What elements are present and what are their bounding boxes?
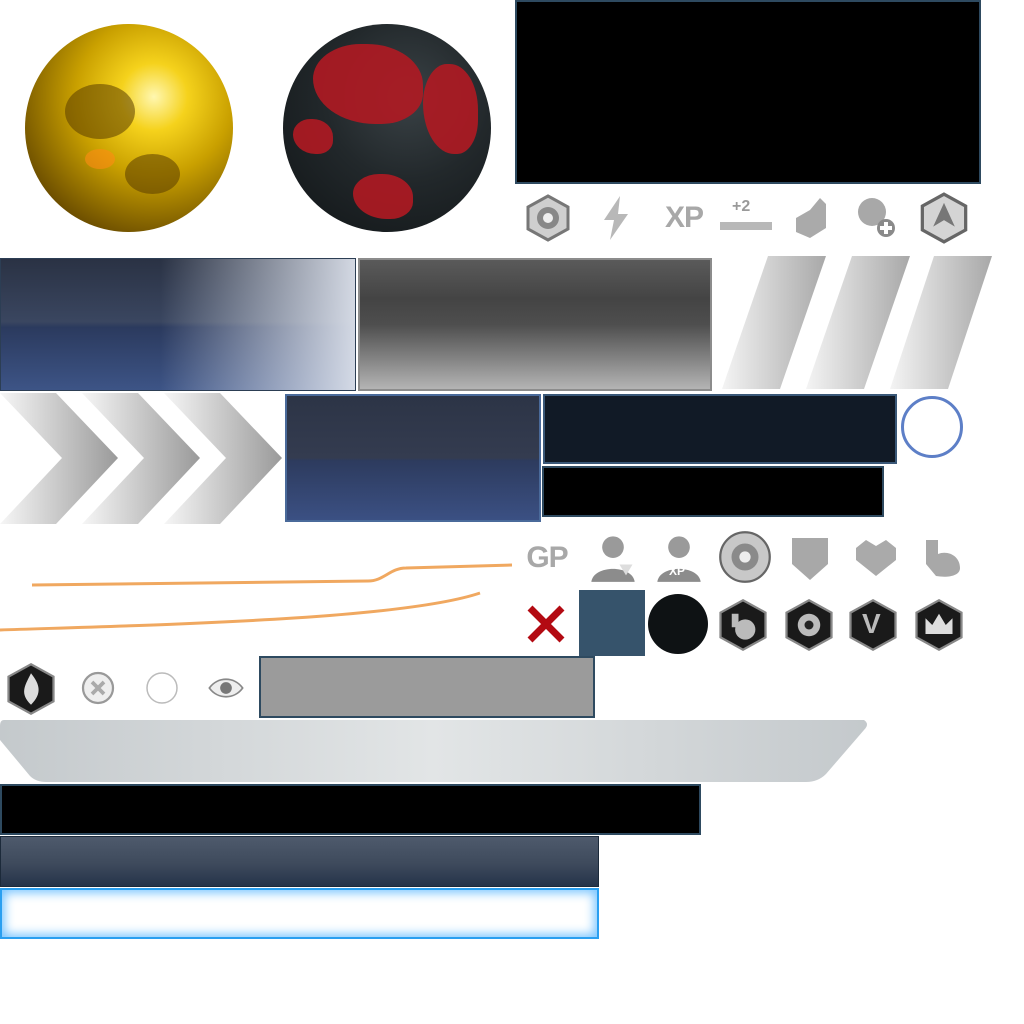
black-bar-long: [0, 784, 701, 835]
gold-globe-image: [25, 24, 233, 232]
blue-panel: [285, 394, 541, 522]
navy-panel: [543, 394, 897, 464]
circle-x-icon[interactable]: [78, 668, 118, 708]
plus-two-label: +2: [732, 198, 751, 215]
hex-fist-icon: [716, 598, 770, 652]
slate-gradient-bar: [0, 836, 599, 887]
lightning-icon: [592, 194, 640, 242]
hex-arrow-emblem-icon: [918, 192, 970, 244]
user-download-icon: [587, 532, 639, 584]
glow-input-bar[interactable]: [0, 888, 599, 939]
ring-outline: [901, 396, 963, 458]
orange-lines: [0, 563, 513, 632]
chevron-arrows: [0, 393, 282, 524]
hex-crown-icon: [912, 598, 966, 652]
eye-icon[interactable]: [204, 666, 248, 710]
hex-badge-icon: [782, 598, 836, 652]
gray-gradient-bar: [358, 258, 712, 391]
blue-gradient-bar: [0, 258, 356, 391]
heart-icon: [852, 534, 900, 582]
shield-icon: [786, 534, 834, 582]
plus-two-bar-icon: +2: [718, 194, 774, 242]
user-xp-label: XP: [669, 564, 686, 578]
black-panel: [515, 0, 981, 184]
slate-swatch: [579, 590, 645, 656]
armor-icon: [786, 194, 834, 242]
circle-emblem-icon: [718, 530, 772, 584]
silver-bar: [0, 720, 867, 782]
black-panel-mid: [542, 466, 884, 517]
user-xp-icon: XP: [653, 532, 705, 584]
gray-panel: [259, 656, 595, 718]
dark-circle: [648, 594, 708, 654]
team-add-icon: [852, 194, 900, 242]
hex-emblem-icon: [524, 194, 572, 242]
red-globe-image: [283, 24, 491, 232]
hex-flame-icon: [4, 662, 58, 716]
flex-arm-icon: [918, 534, 966, 582]
diagonal-stripes: [722, 256, 992, 389]
close-icon[interactable]: [522, 600, 570, 648]
empty-circle-icon[interactable]: [142, 668, 182, 708]
hex-v-label: V: [862, 608, 881, 639]
hex-v-icon: V: [846, 598, 900, 652]
xp-icon: XP: [664, 201, 704, 234]
gp-icon: GP: [526, 541, 568, 574]
